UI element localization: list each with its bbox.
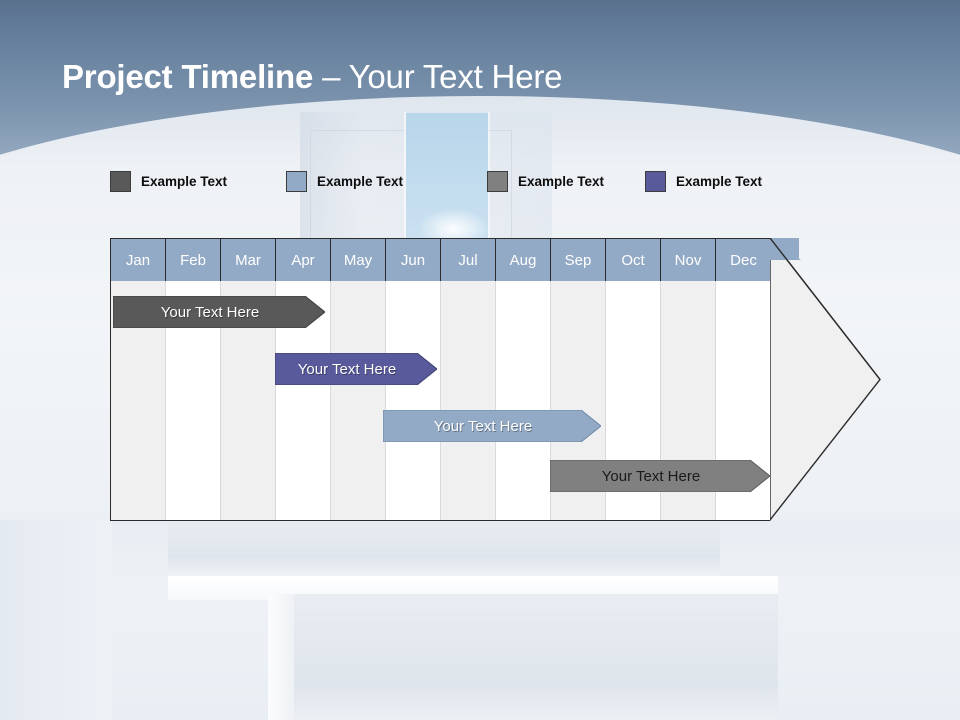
timeline-column-mar: Mar: [221, 239, 276, 520]
legend-label-1: Example Text: [141, 173, 228, 189]
task-bar-1-label: Your Text Here: [160, 303, 260, 321]
task-bar-4-shape: [550, 460, 770, 492]
legend-item-4[interactable]: Example Text: [645, 168, 762, 194]
legend-label-2: Example Text: [317, 173, 404, 189]
month-header-dec[interactable]: Dec: [716, 239, 771, 281]
task-bar-2-label: Your Text Here: [297, 360, 397, 378]
timeline-column-body-jul: [441, 281, 496, 520]
timeline-column-body-mar: [221, 281, 276, 520]
task-bar-1[interactable]: Your Text Here: [113, 296, 325, 328]
month-header-nov[interactable]: Nov: [661, 239, 716, 281]
timeline-column-body-oct: [606, 281, 661, 520]
month-header-sep[interactable]: Sep: [551, 239, 606, 281]
timeline-column-aug: Aug: [496, 239, 551, 520]
legend-swatch-icon-4: [645, 170, 666, 192]
timeline-column-body-apr: [276, 281, 331, 520]
page-title-regular: – Your Text Here: [313, 58, 563, 95]
timeline-column-jan: Jan: [111, 239, 166, 520]
task-bar-2[interactable]: Your Text Here: [275, 353, 437, 385]
month-header-oct[interactable]: Oct: [606, 239, 661, 281]
stairs-left-wall: [0, 520, 112, 720]
month-header-feb[interactable]: Feb: [166, 239, 221, 281]
background-stairs: [0, 520, 960, 720]
task-bar-1-shape: [113, 296, 325, 328]
timeline-column-body-aug: [496, 281, 551, 520]
legend: Example Text Example Text Example Text E…: [110, 168, 850, 200]
timeline-column-body-feb: [166, 281, 221, 520]
legend-item-2[interactable]: Example Text: [286, 168, 403, 194]
timeline-column-jul: Jul: [441, 239, 496, 520]
month-header-mar[interactable]: Mar: [221, 239, 276, 281]
timeline-column-body-jan: [111, 281, 166, 520]
month-header-jan[interactable]: Jan: [111, 239, 166, 281]
month-header-jul[interactable]: Jul: [441, 239, 496, 281]
task-bar-4[interactable]: Your Text Here: [550, 460, 770, 492]
page-title-bold: Project Timeline: [62, 58, 314, 95]
timeline-column-feb: Feb: [166, 239, 221, 520]
task-bar-2-shape: [275, 353, 437, 385]
timeline-column-body-jun: [386, 281, 441, 520]
legend-swatch-icon-1: [110, 170, 131, 192]
month-header-aug[interactable]: Aug: [496, 239, 551, 281]
timeline-column-body-may: [331, 281, 386, 520]
month-header-jun[interactable]: Jun: [386, 239, 441, 281]
legend-swatch-icon-3: [487, 170, 508, 192]
month-header-apr[interactable]: Apr: [276, 239, 331, 281]
timeline-arrow-head: [770, 238, 882, 521]
step-side-mid: [268, 594, 294, 720]
legend-item-1[interactable]: Example Text: [110, 168, 227, 194]
page-title: Project Timeline – Your Text Here: [62, 58, 562, 96]
task-bar-3[interactable]: Your Text Here: [383, 410, 601, 442]
timeline-column-body-sep: [551, 281, 606, 520]
legend-label-4: Example Text: [676, 173, 763, 189]
legend-swatch-icon-2: [286, 170, 307, 192]
step-riser-top: [168, 520, 720, 582]
step-riser-mid: [290, 594, 778, 720]
legend-label-3: Example Text: [518, 173, 605, 189]
task-bar-4-label: Your Text Here: [601, 467, 701, 485]
task-bar-3-label: Your Text Here: [433, 417, 533, 435]
legend-item-3[interactable]: Example Text: [487, 168, 604, 194]
timeline-column-body-nov: [661, 281, 716, 520]
task-bar-3-shape: [383, 410, 601, 442]
month-header-may[interactable]: May: [331, 239, 386, 281]
